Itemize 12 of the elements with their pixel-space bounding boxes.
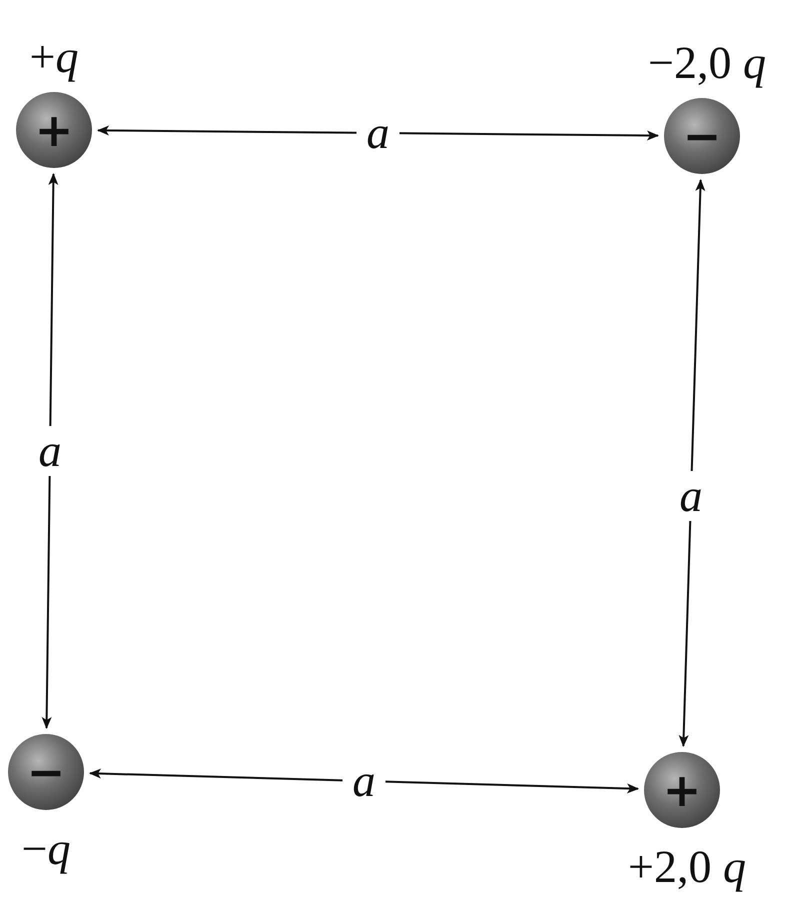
charge-label: +2,0 q: [628, 844, 746, 890]
charge-label: +q: [30, 34, 78, 80]
double-arrow: [678, 178, 706, 748]
double-arrow: [97, 126, 659, 140]
double-arrow: [42, 173, 58, 729]
double-arrow: [88, 768, 640, 794]
charge-sign: +: [34, 107, 74, 153]
charge-sign: −: [26, 749, 66, 795]
charge-sign: +: [662, 767, 702, 813]
charge-label: −2,0 q: [648, 40, 766, 86]
charge-label: −q: [22, 826, 70, 872]
charge-sign: −: [682, 113, 722, 159]
